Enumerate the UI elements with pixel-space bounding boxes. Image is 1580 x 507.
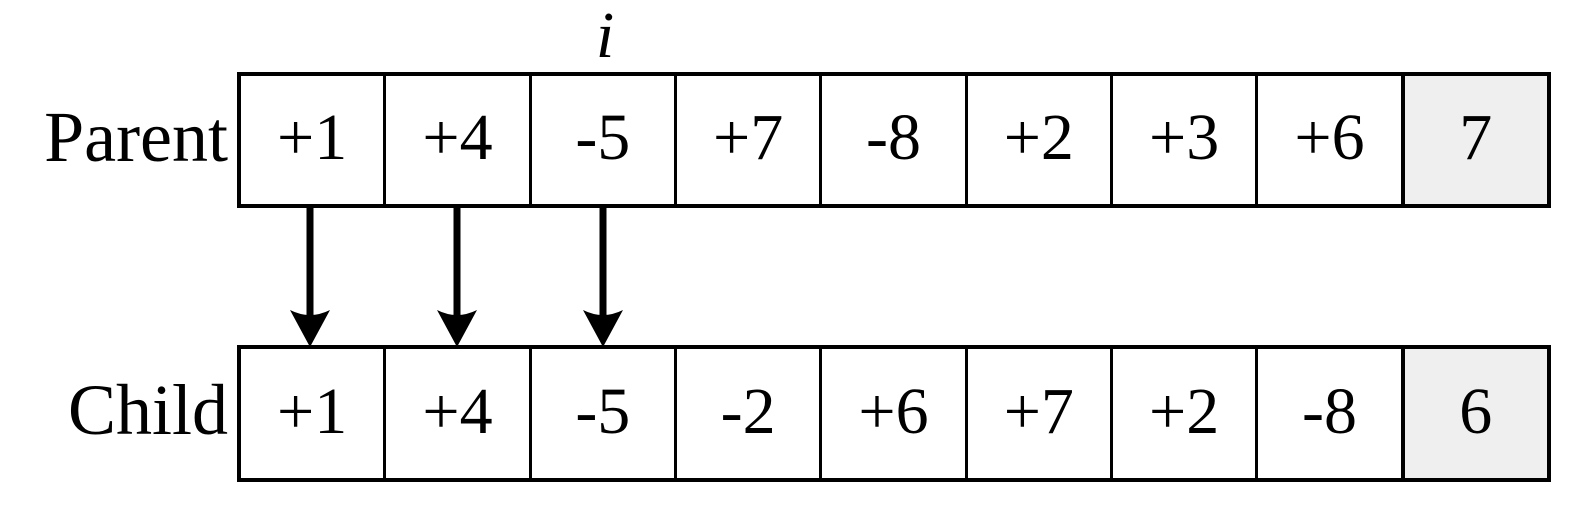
parent-gene-cell: -5 <box>528 76 674 204</box>
child-row-label: Child <box>67 370 228 450</box>
child-gene-cell: +1 <box>241 349 384 478</box>
copy-gene-arrow-1 <box>290 207 330 347</box>
child-gene-cell: -8 <box>1255 349 1401 478</box>
child-gene-cell: +2 <box>1109 349 1256 478</box>
child-gene-cell: +7 <box>964 349 1110 478</box>
parent-gene-cell: +6 <box>1255 76 1401 204</box>
parent-gene-cell: +3 <box>1109 76 1256 204</box>
index-label: i <box>595 0 615 72</box>
child-gene-cell: +6 <box>819 349 965 478</box>
parent-gene-cell: +2 <box>964 76 1110 204</box>
parent-chromosome: +1 +4 -5 +7 -8 +2 +3 +6 7 <box>237 72 1551 208</box>
parent-gene-cell: +1 <box>241 76 384 204</box>
copy-gene-arrow-3 <box>583 207 623 347</box>
child-gene-cell: -2 <box>673 349 820 478</box>
parent-gene-cell: +4 <box>383 76 529 204</box>
parent-gene-cell: -8 <box>819 76 965 204</box>
child-gene-cell: -5 <box>528 349 674 478</box>
parent-row-label: Parent <box>44 97 228 177</box>
child-gene-cell: +4 <box>383 349 529 478</box>
copy-gene-arrow-2 <box>437 207 477 347</box>
parent-gene-cell: +7 <box>673 76 820 204</box>
child-fitness-cell: 6 <box>1400 349 1547 478</box>
parent-fitness-cell: 7 <box>1400 76 1547 204</box>
child-chromosome: +1 +4 -5 -2 +6 +7 +2 -8 6 <box>237 345 1551 482</box>
